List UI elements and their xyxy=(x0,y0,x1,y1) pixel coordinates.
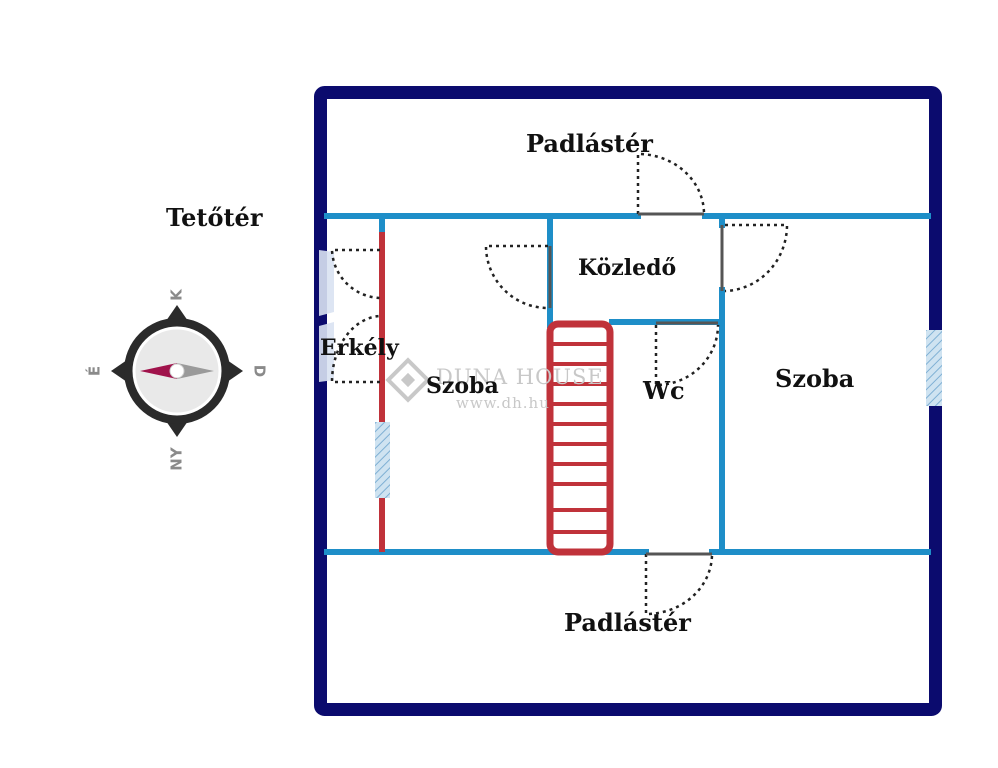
watermark-logo-icon xyxy=(385,357,431,403)
door-leaves xyxy=(548,212,724,556)
window-left-lower xyxy=(319,322,334,382)
label-szoba-left: Szoba xyxy=(426,373,499,399)
label-padlaster-top: Padlástér xyxy=(526,129,653,158)
doors xyxy=(330,152,789,616)
watermark: DUNA HOUSE www.dh.hu xyxy=(385,357,604,412)
door-szoba-left xyxy=(484,244,549,310)
compass-needle-west xyxy=(140,363,177,379)
door-padlaster-top xyxy=(636,152,706,215)
compass-pointer-north xyxy=(166,305,188,321)
window-right xyxy=(926,330,942,406)
watermark-url: www.dh.hu xyxy=(456,394,550,412)
door-padlaster-bottom xyxy=(644,553,714,616)
staircase xyxy=(546,320,614,556)
compass-label-east: D xyxy=(251,365,269,377)
compass-pointer-east xyxy=(227,360,243,382)
door-balcony-lower xyxy=(330,314,381,384)
compass-needle-east xyxy=(177,363,214,379)
compass-pointer-south xyxy=(166,421,188,437)
compass: K D NY É xyxy=(85,288,269,471)
window-balcony xyxy=(375,422,390,498)
compass-hub xyxy=(169,363,185,379)
label-tetoter: Tetőtér xyxy=(166,203,263,232)
compass-pointer-west xyxy=(111,360,127,382)
compass-label-north: K xyxy=(168,288,186,301)
label-kozledo: Közledő xyxy=(578,255,676,281)
label-padlaster-bottom: Padlástér xyxy=(564,608,691,637)
door-kozledo-right xyxy=(724,223,789,293)
label-wc: Wc xyxy=(642,376,685,405)
window-left-upper xyxy=(319,250,334,316)
label-szoba-right: Szoba xyxy=(775,364,854,393)
watermark-brand: DUNA HOUSE xyxy=(436,365,604,389)
compass-label-south: NY xyxy=(168,446,186,471)
compass-label-west: É xyxy=(85,366,104,376)
door-balcony-upper xyxy=(330,248,381,300)
door-wc xyxy=(654,324,720,387)
label-erkely: Erkély xyxy=(320,335,400,361)
